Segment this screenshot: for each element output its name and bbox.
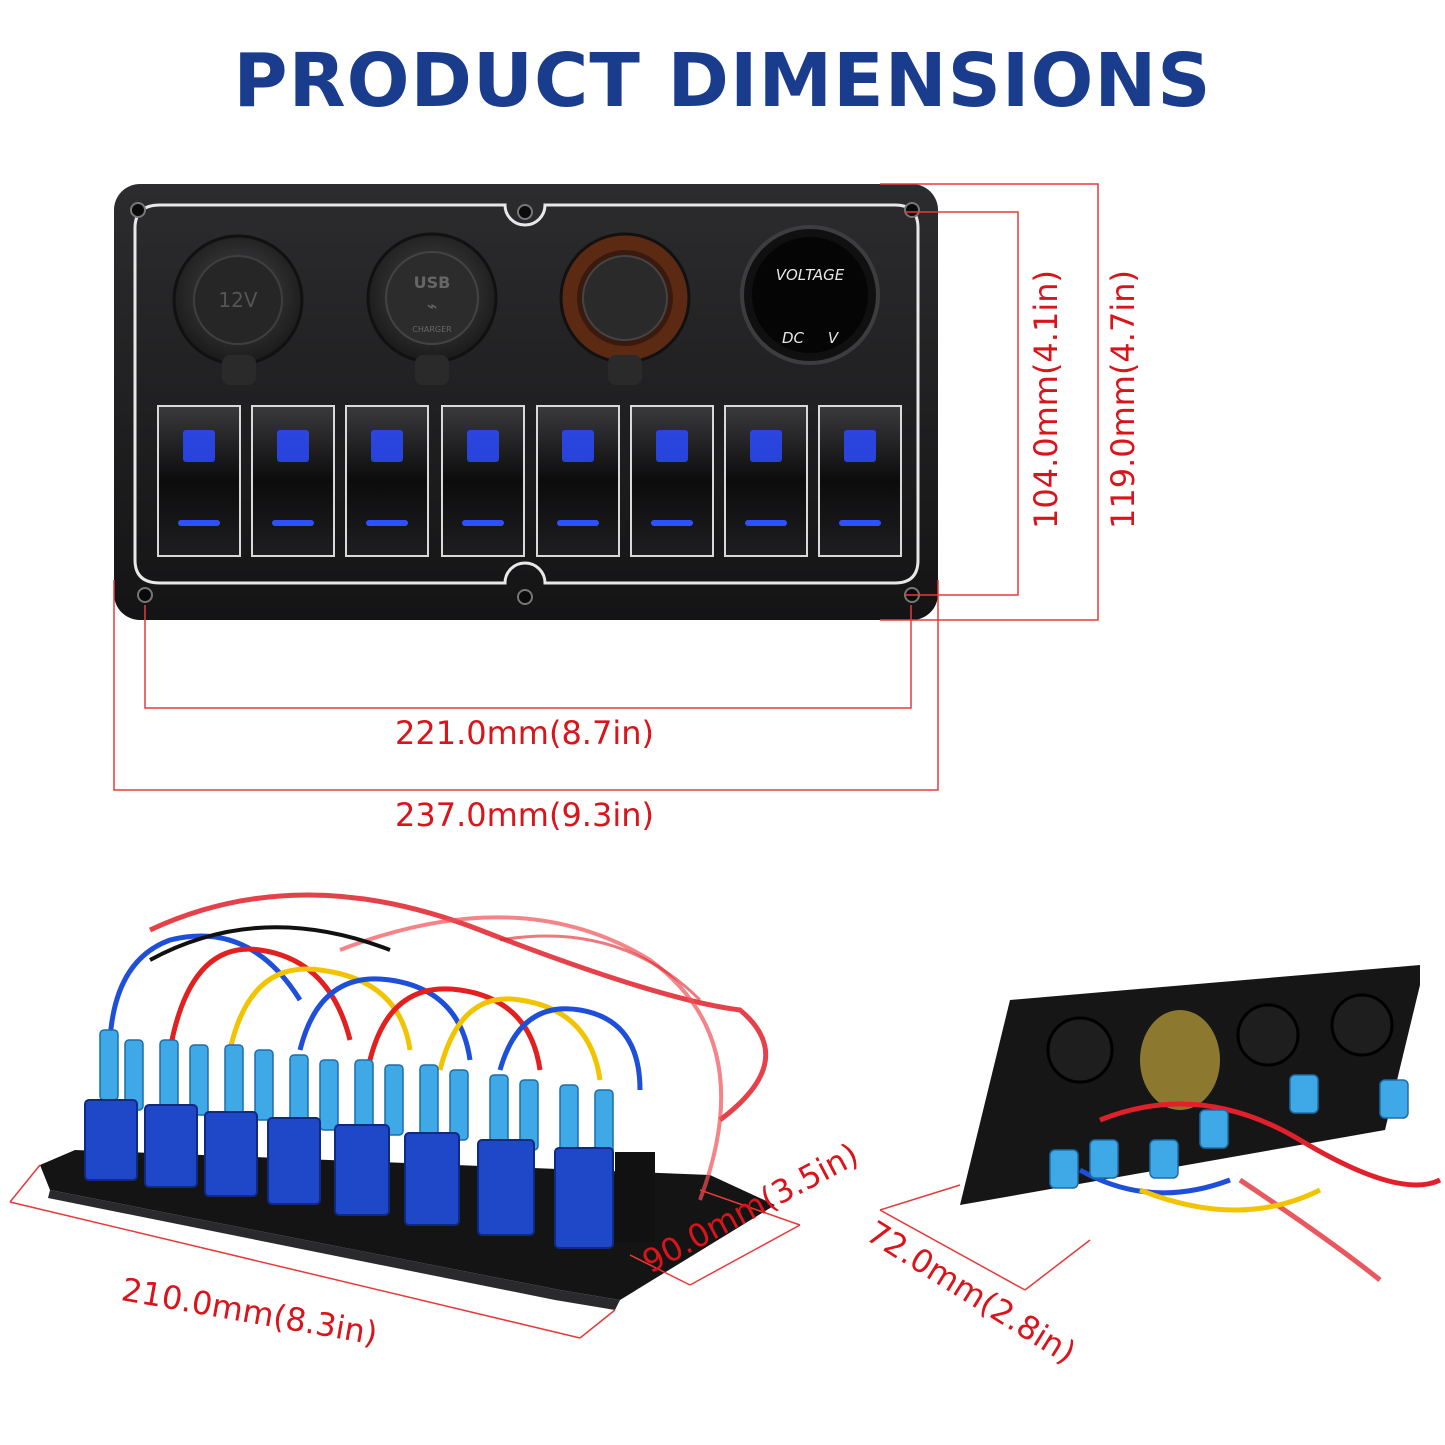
screw-hole bbox=[517, 204, 533, 220]
wired-switch-panel-illustration bbox=[40, 892, 775, 1310]
usb-charger-socket bbox=[366, 224, 498, 385]
dimension-lines-bottom-left bbox=[9, 1164, 801, 1339]
rocker-switch-1 bbox=[157, 405, 241, 557]
dimension-inner-height: 104.0mm(4.1in) bbox=[1027, 270, 1065, 529]
voltmeter-unit-v: V bbox=[828, 329, 840, 347]
dimension-lines-front bbox=[113, 183, 1099, 791]
screw-hole bbox=[904, 202, 920, 218]
voltmeter-display bbox=[740, 225, 880, 365]
page-title: PRODUCT DIMENSIONS bbox=[233, 38, 1212, 124]
side-view-panel-illustration bbox=[960, 965, 1442, 1282]
rocker-switch-8 bbox=[818, 405, 902, 557]
panel-outline bbox=[133, 203, 920, 585]
usb-socket-top-label: USB bbox=[414, 273, 451, 292]
screw-hole bbox=[517, 589, 533, 605]
dimension-inner-width: 221.0mm(8.7in) bbox=[395, 714, 654, 752]
dimension-outer-width: 237.0mm(9.3in) bbox=[395, 796, 654, 834]
rocker-switch-5 bbox=[536, 405, 620, 557]
cigarette-socket-orange bbox=[559, 224, 691, 385]
voltmeter-unit-dc: DC bbox=[782, 329, 805, 347]
usb-icon: ⌁ bbox=[427, 296, 438, 317]
cigarette-socket-left bbox=[172, 230, 304, 385]
rocker-switch-4 bbox=[441, 405, 525, 557]
rocker-switch-6 bbox=[630, 405, 714, 557]
usb-socket-bottom-label: CHARGER bbox=[412, 325, 452, 334]
rocker-switch-3 bbox=[345, 405, 429, 557]
screw-hole bbox=[137, 587, 153, 603]
dimension-lines-bottom-right bbox=[879, 1184, 1091, 1291]
rocker-switch-7 bbox=[724, 405, 808, 557]
voltmeter-label: VOLTAGE bbox=[776, 266, 845, 284]
socket-label-left: 12V bbox=[218, 288, 257, 312]
rocker-switch-2 bbox=[251, 405, 335, 557]
screw-hole bbox=[130, 202, 146, 218]
dimension-outer-height: 119.0mm(4.7in) bbox=[1104, 270, 1142, 529]
